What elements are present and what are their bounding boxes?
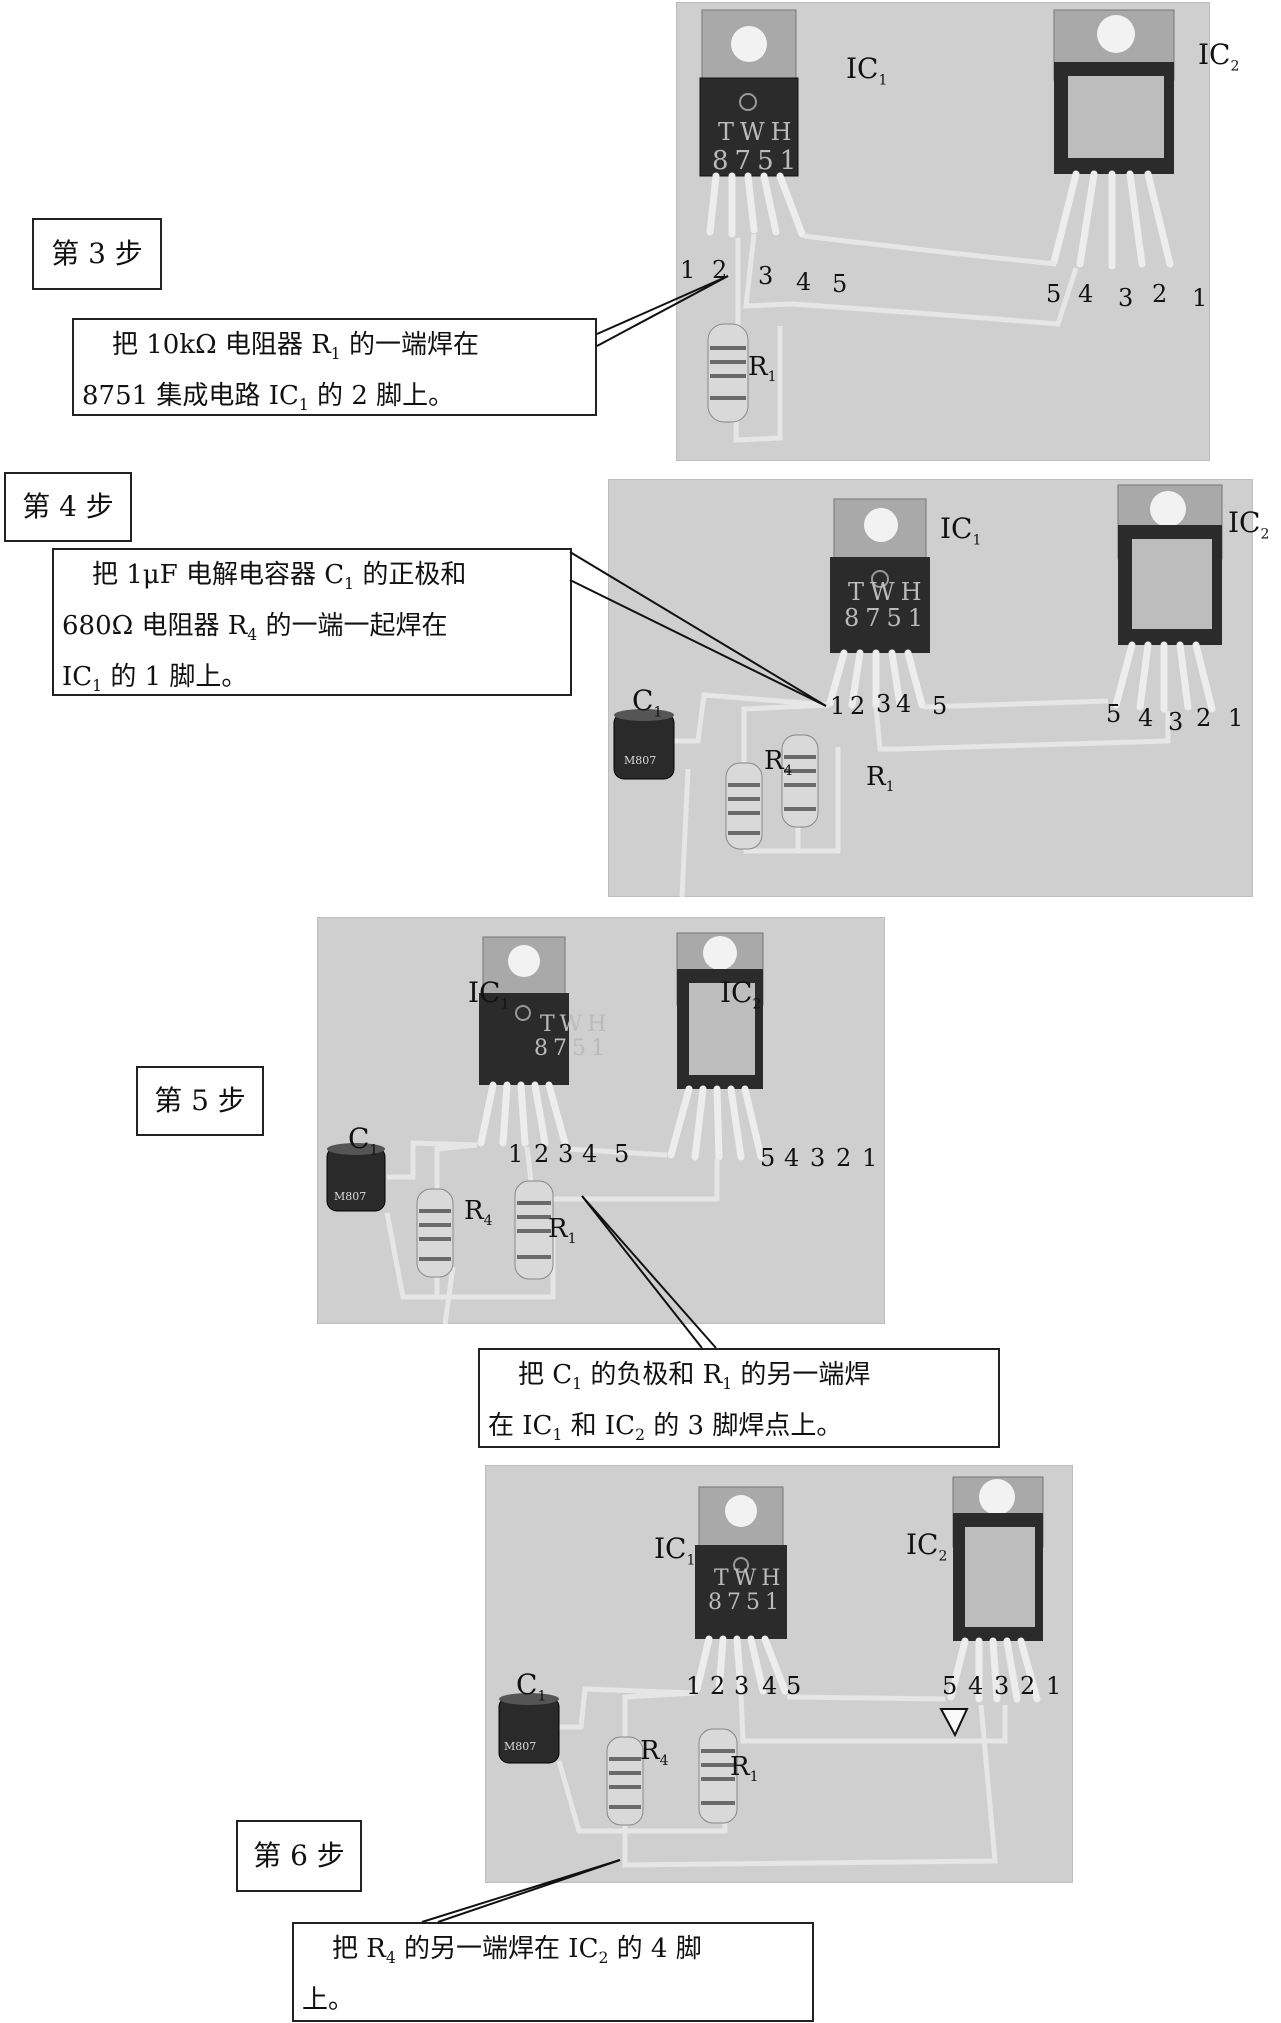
step5-cap-marking: M807 [334,1190,367,1203]
step3-photo [676,2,1210,461]
pin-number: 1 [862,1144,878,1172]
step6-callout: 把 R4 的另一端焊在 IC2 的 4 脚 上。 [292,1922,814,2022]
pin-number: 4 [796,268,812,296]
step3-callout-line1: 把 10kΩ 电阻器 R1 的一端焊在 [112,330,479,364]
step4-r1-label: R1 [866,762,895,796]
step4-callout-line2: 680Ω 电阻器 R4 的一端一起焊在 [62,611,448,645]
step6-callout-line1: 把 R4 的另一端焊在 IC2 的 4 脚 [332,1934,702,1968]
step3-ic1-label: IC1 [846,52,888,89]
step4-c1-label: C1 [632,684,663,721]
step5-r1-label: R1 [548,1214,577,1248]
pin-number: 3 [758,262,774,290]
step5-chip-marking-2: 8751 [534,1036,610,1061]
step5-ic1-label: IC1 [468,976,510,1013]
step4-r4-label: R4 [764,746,793,780]
pin-number: 2 [1196,704,1212,732]
step3-circuit-drawing [699,9,1175,443]
pin-number: 2 [712,256,728,284]
pin-number: 1 [1228,704,1244,732]
pin-number: 4 [582,1140,598,1168]
step6-c1-label: C1 [516,1668,547,1705]
pin-number: 3 [558,1140,574,1168]
step3-ic2-label: IC2 [1198,38,1240,75]
step3-chip-marking-2: 8751 [712,146,803,176]
pin-number: 5 [832,270,848,298]
step4-chip-marking-2: 8751 [844,604,930,632]
step6-chip-marking-2: 8751 [708,1590,784,1615]
step6-callout-line2: 上。 [302,1985,355,2016]
step4-label-box: 第 4 步 [4,472,132,542]
pin-number: 5 [942,1672,958,1700]
step6-chip-marking-1: TWH [714,1566,786,1591]
step5-callout-line1: 把 C1 的负极和 R1 的另一端焊 [518,1360,871,1394]
pin-number: 4 [896,690,912,718]
step4-ic1-label: IC1 [940,512,982,549]
pin-number: 4 [762,1672,778,1700]
step6-r4-label: R4 [640,1736,669,1770]
step4-callout-line3: IC1 的 1 脚上。 [62,662,248,696]
step6-r1-label: R1 [730,1752,759,1786]
step5-c1-label: C1 [348,1122,379,1159]
step6-photo [485,1465,1073,1883]
pin-number: 3 [1118,284,1134,312]
step3-chip-marking-1: TWH [718,118,798,146]
step5-chip-marking-1: TWH [540,1012,612,1037]
pin-number: 2 [836,1144,852,1172]
pin-number: 3 [1168,708,1184,736]
pin-number: 3 [876,690,892,718]
step6-ic2-label: IC2 [906,1528,948,1565]
step3-label-box: 第 3 步 [32,218,162,290]
pin-number: 5 [932,692,948,720]
pin-number: 4 [1138,704,1154,732]
step4-cap-marking: M807 [624,754,657,767]
step4-ic2-label: IC2 [1228,506,1270,543]
step5-photo [317,917,885,1324]
step5-callout: 把 C1 的负极和 R1 的另一端焊 在 IC1 和 IC2 的 3 脚焊点上。 [478,1348,1000,1448]
pin-number: 5 [1046,280,1062,308]
step4-callout-line1: 把 1μF 电解电容器 C1 的正极和 [92,560,467,594]
pin-number: 5 [760,1144,776,1172]
step5-ic2-label: IC2 [720,976,762,1013]
pin-number: 1 [830,692,846,720]
pin-number: 3 [734,1672,750,1700]
step6-ic1-label: IC1 [654,1532,696,1569]
pin-number: 2 [710,1672,726,1700]
step5-r4-label: R4 [464,1196,493,1230]
pin-number: 1 [1192,284,1208,312]
pin-number: 1 [680,256,696,284]
pin-number: 1 [686,1672,702,1700]
pin-number: 1 [508,1140,524,1168]
step4-circuit-drawing [613,484,1223,897]
pin-number: 2 [534,1140,550,1168]
pin-number: 2 [1152,280,1168,308]
pin-number: 4 [1078,280,1094,308]
pin-number: 2 [850,692,866,720]
step3-r1-label: R1 [748,352,777,386]
step3-callout-line2: 8751 集成电路 IC1 的 2 脚上。 [82,381,455,415]
step6-circuit-drawing [498,1476,1044,1868]
step6-label-box: 第 6 步 [236,1820,362,1892]
pin-number: 2 [1020,1672,1036,1700]
pin-number: 3 [994,1672,1010,1700]
pin-number: 3 [810,1144,826,1172]
step5-label-box: 第 5 步 [136,1066,264,1136]
triangle-marker [939,1708,969,1738]
step5-callout-line2: 在 IC1 和 IC2 的 3 脚焊点上。 [488,1411,843,1445]
pin-number: 1 [1046,1672,1062,1700]
step3-callout: 把 10kΩ 电阻器 R1 的一端焊在 8751 集成电路 IC1 的 2 脚上… [72,318,597,416]
step6-cap-marking: M807 [504,1740,537,1753]
step5-circuit-drawing [326,932,765,1324]
step4-callout: 把 1μF 电解电容器 C1 的正极和 680Ω 电阻器 R4 的一端一起焊在 … [52,548,572,696]
pin-number: 5 [1106,700,1122,728]
step4-chip-marking-1: TWH [848,578,928,606]
step4-photo [608,479,1253,897]
pin-number: 5 [614,1140,630,1168]
pin-number: 4 [968,1672,984,1700]
pin-number: 5 [786,1672,802,1700]
pin-number: 4 [784,1144,800,1172]
